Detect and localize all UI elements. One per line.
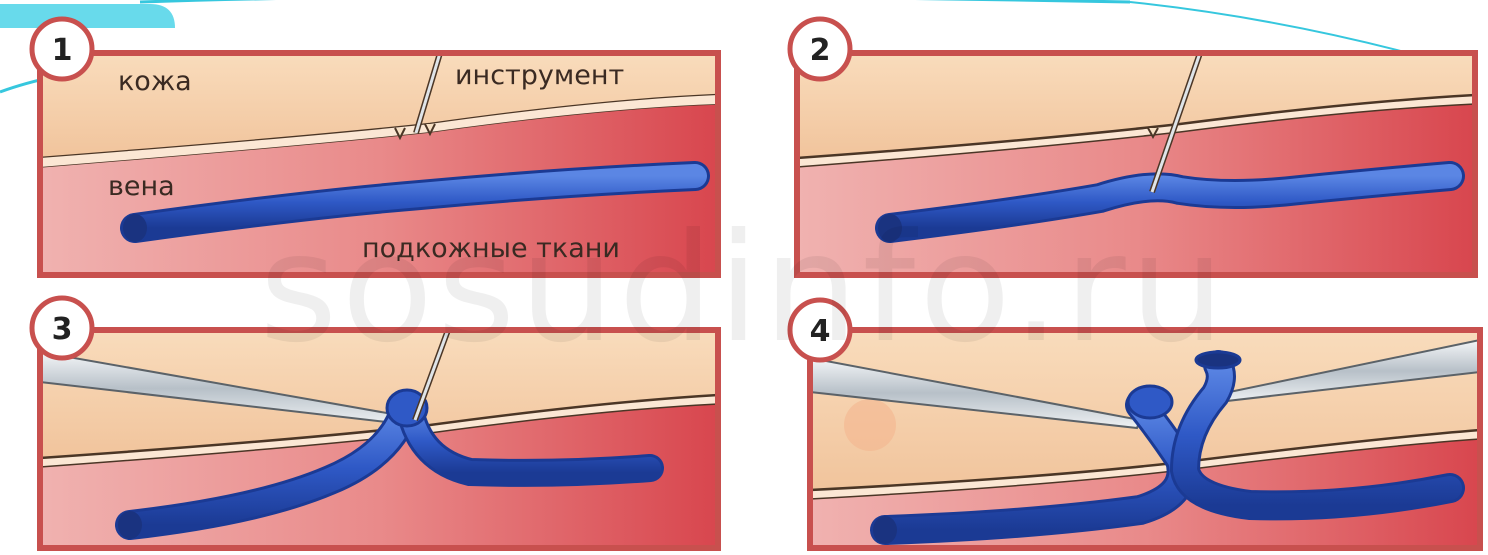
instrument-label: инструмент: [455, 60, 624, 91]
panel-2-number: 2: [810, 33, 831, 68]
skin-label: кожа: [118, 66, 192, 97]
watermark: sosudinfo.ru: [259, 202, 1228, 376]
panel-1-number: 1: [52, 33, 73, 68]
vein-label: вена: [108, 171, 175, 202]
panel-3-number: 3: [52, 312, 73, 347]
